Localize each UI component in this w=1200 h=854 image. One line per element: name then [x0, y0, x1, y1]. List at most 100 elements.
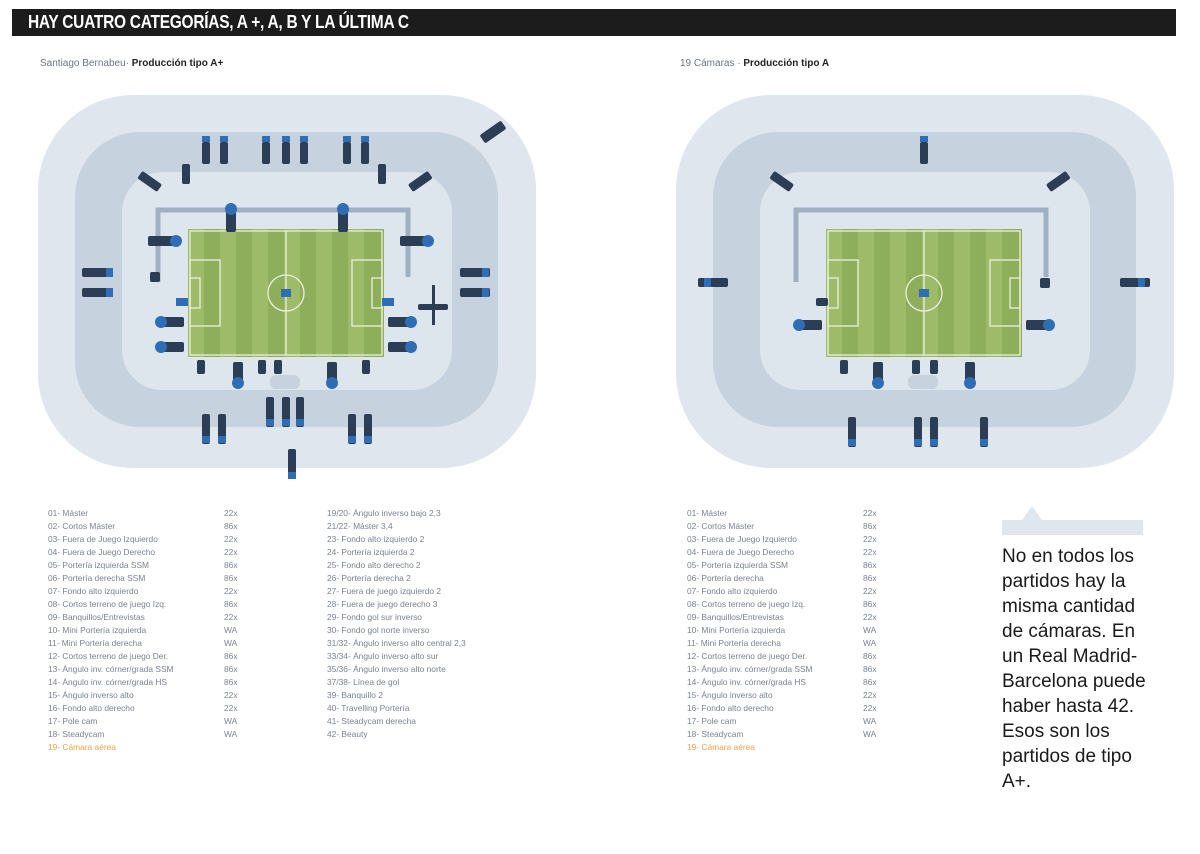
camera-label: 14- Ángulo inv. córner/grada HS [687, 677, 807, 687]
camera-label: 12- Cortos terreno de juego Der. [48, 651, 169, 661]
camera-list-item: 10- Mini Portería izquierda WA [48, 624, 278, 637]
camera-label: 41- Steadycam derecha [327, 716, 416, 726]
camera-label: 18- Steadycam [687, 729, 744, 739]
camera-list-item: 27- Fuera de juego izquierdo 2 [327, 585, 557, 598]
camera-label: 11- Mini Portería derecha [48, 638, 142, 648]
camera-label: 16- Fondo alto derecho [48, 703, 135, 713]
header-banner: HAY CUATRO CATEGORÍAS, A +, A, B Y LA ÚL… [12, 9, 1176, 36]
right-stadium-diagram [676, 95, 1174, 468]
camera-zoom: 86x [863, 599, 877, 609]
camera-list-item: 28- Fuera de juego derecho 3 [327, 598, 557, 611]
camera-list-item: 39- Banquillo 2 [327, 689, 557, 702]
left-camera-list-2: 19/20- Ángulo inverso bajo 2,3 21/22- Más… [327, 507, 557, 741]
camera-label: 08- Cortos terreno de juego Izq. [48, 599, 167, 609]
header-title: HAY CUATRO CATEGORÍAS, A +, A, B Y LA ÚL… [28, 12, 409, 32]
tunnel [270, 375, 300, 389]
camera-zoom: WA [863, 638, 877, 648]
camera-label: 11- Mini Portería derecha [687, 638, 781, 648]
camera-list-item: 30- Fondo gol norte inverso [327, 624, 557, 637]
camera-label: 09- Banquillos/Entrevistas [687, 612, 784, 622]
camera-list-item: 35/36- Ángulo inverso alto norte [327, 663, 557, 676]
camera-label: 30- Fondo gol norte inverso [327, 625, 430, 635]
camera-label: 18- Steadycam [48, 729, 105, 739]
camera-label: 10- Mini Portería izquierda [687, 625, 786, 635]
camera-zoom: 22x [863, 547, 877, 557]
camera-label: 29- Fondo gol sur inverso [327, 612, 422, 622]
camera-label: 21/22- Máster 3,4 [327, 521, 393, 531]
camera-label: 25- Fondo alto derecho 2 [327, 560, 421, 570]
camera-list-item: 21/22- Máster 3,4 [327, 520, 557, 533]
camera-label: 27- Fuera de juego izquierdo 2 [327, 586, 442, 596]
camera-label: 01- Máster [687, 508, 728, 518]
camera-zoom: 22x [863, 586, 877, 596]
camera-id-badges [106, 136, 489, 479]
camera-list-item: 41- Steadycam derecha [327, 715, 557, 728]
camera-label: 19- Cámara aérea [687, 742, 755, 752]
camera-zoom: 22x [224, 534, 238, 544]
camera-list-item: 10- Mini Portería izquierda WA [687, 624, 917, 637]
camera-zoom: WA [863, 716, 877, 726]
camera-zoom: 86x [224, 677, 238, 687]
camera-list-item: 31/32- Ángulo inverso alto central 2,3 [327, 637, 557, 650]
camera-list-item: 09- Banquillos/Entrevistas 22x [687, 611, 917, 624]
note-pointer [1022, 506, 1042, 520]
camera-list-item: 25- Fondo alto derecho 2 [327, 559, 557, 572]
pitch [188, 229, 384, 357]
camera-zoom: 86x [224, 521, 238, 531]
left-subtitle-bold: Producción tipo A+ [131, 58, 224, 69]
camera-label: 08- Cortos terreno de juego Izq. [687, 599, 806, 609]
camera-label: 03- Fuera de Juego Izquierdo [48, 534, 158, 544]
camera-label: 13- Ángulo inv. córner/grada SSM [687, 664, 813, 674]
left-stadium-diagram [38, 95, 536, 479]
camera-zoom: 22x [863, 612, 877, 622]
camera-label: 28- Fuera de juego derecho 3 [327, 599, 438, 609]
camera-zoom: 86x [863, 651, 877, 661]
camera-list-item: 26- Portería derecha 2 [327, 572, 557, 585]
note-bar [1002, 520, 1143, 535]
camera-list-item: 24- Portería izquierda 2 [327, 546, 557, 559]
right-subtitle: 19 Cámaras · Producción tipo A [680, 58, 829, 69]
camera-list-item: 19/20- Ángulo inverso bajo 2,3 [327, 507, 557, 520]
camera-label: 39- Banquillo 2 [327, 690, 383, 700]
camera-label: 06- Portería derecha [687, 573, 764, 583]
camera-label: 24- Portería izquierda 2 [327, 547, 415, 557]
note-text: No en todos los partidos hay la misma ca… [1002, 546, 1146, 792]
camera-label: 23- Fondo alto izquierdo 2 [327, 534, 425, 544]
camera-list-item: 40- Travelling Portería [327, 702, 557, 715]
camera-zoom: WA [863, 625, 877, 635]
camera-list-item: 12- Cortos terreno de juego Der.86x [48, 650, 278, 663]
camera-zoom: 22x [224, 703, 238, 713]
camera-label: 10- Mini Portería izquierda [48, 625, 147, 635]
camera-zoom: 86x [224, 599, 238, 609]
camera-label: 26- Portería derecha 2 [327, 573, 411, 583]
tunnel [908, 375, 938, 389]
camera-rail [793, 207, 1049, 282]
camera-zoom: WA [224, 625, 238, 635]
camera-label: 19/20- Ángulo inverso bajo 2,3 [327, 508, 441, 518]
camera-label: 05- Portería izquierda SSM [48, 560, 150, 570]
camera-list-item: 08- Cortos terreno de juego Izq. 86x [48, 598, 278, 611]
camera-zoom: 86x [224, 664, 238, 674]
camera-label: 04- Fuera de Juego Derecho [48, 547, 156, 557]
camera-zoom: WA [224, 716, 238, 726]
camera-label: 06- Portería derecha SSM [48, 573, 146, 583]
camera-zoom: WA [224, 729, 238, 739]
camera-list-item: 19- Cámara aérea [48, 741, 278, 754]
camera-zoom: 22x [224, 690, 238, 700]
